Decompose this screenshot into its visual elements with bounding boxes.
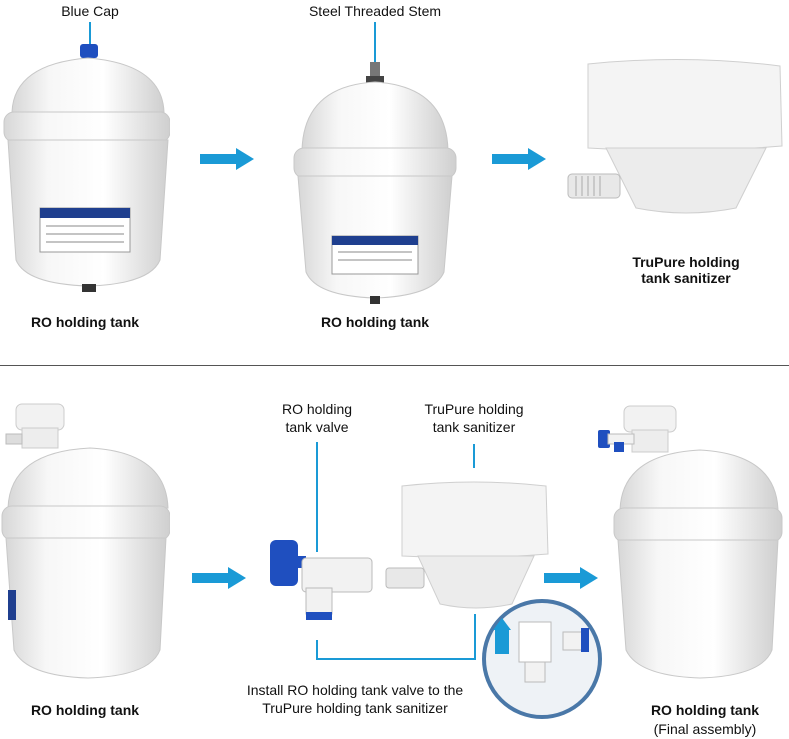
label-sanitizer-line1: TruPure holding (424, 401, 524, 417)
caption-ro-tank-1: RO holding tank (30, 314, 140, 330)
callout-steel-stem: Steel Threaded Stem (308, 3, 442, 19)
valve-image (266, 536, 374, 636)
arrow-right-icon (200, 148, 254, 170)
caption-sanitizer-line1: TruPure holding (632, 254, 740, 270)
assembly-detail-inset (481, 598, 603, 720)
caption-sanitizer-line2: tank sanitizer (641, 270, 731, 286)
caption-final-note: (Final assembly) (653, 721, 757, 737)
label-sanitizer-line2: tank sanitizer (432, 419, 516, 435)
sanitizer-image-bottom (382, 480, 550, 612)
label-valve-line1: RO holding (281, 401, 353, 417)
arrow-right-icon (492, 148, 546, 170)
callout-blue-cap-leader (89, 22, 91, 46)
connector-bracket-left (316, 640, 318, 660)
label-valve-leader (316, 442, 318, 552)
connector-bracket-bottom (316, 658, 476, 660)
install-instruction-line1: Install RO holding tank valve to the (246, 682, 464, 698)
connector-bracket-right (474, 614, 476, 660)
caption-ro-tank-2: RO holding tank (320, 314, 430, 330)
label-valve-line2: tank valve (285, 419, 349, 435)
install-instruction-line2: TruPure holding tank sanitizer (262, 700, 448, 716)
callout-blue-cap: Blue Cap (61, 3, 119, 19)
ro-tank-with-sanitizer-image (0, 400, 170, 685)
final-assembly-tank-image (594, 402, 784, 684)
section-divider (0, 365, 789, 366)
caption-final-tank: RO holding tank (650, 702, 760, 718)
ro-tank-image-1 (0, 40, 170, 295)
caption-ro-tank-left: RO holding tank (30, 702, 140, 718)
ro-tank-image-2 (288, 60, 460, 305)
sanitizer-image-top (566, 58, 786, 230)
callout-steel-stem-leader (374, 22, 376, 66)
arrow-right-icon (544, 567, 598, 589)
arrow-right-icon (192, 567, 246, 589)
label-sanitizer-leader (473, 444, 475, 468)
